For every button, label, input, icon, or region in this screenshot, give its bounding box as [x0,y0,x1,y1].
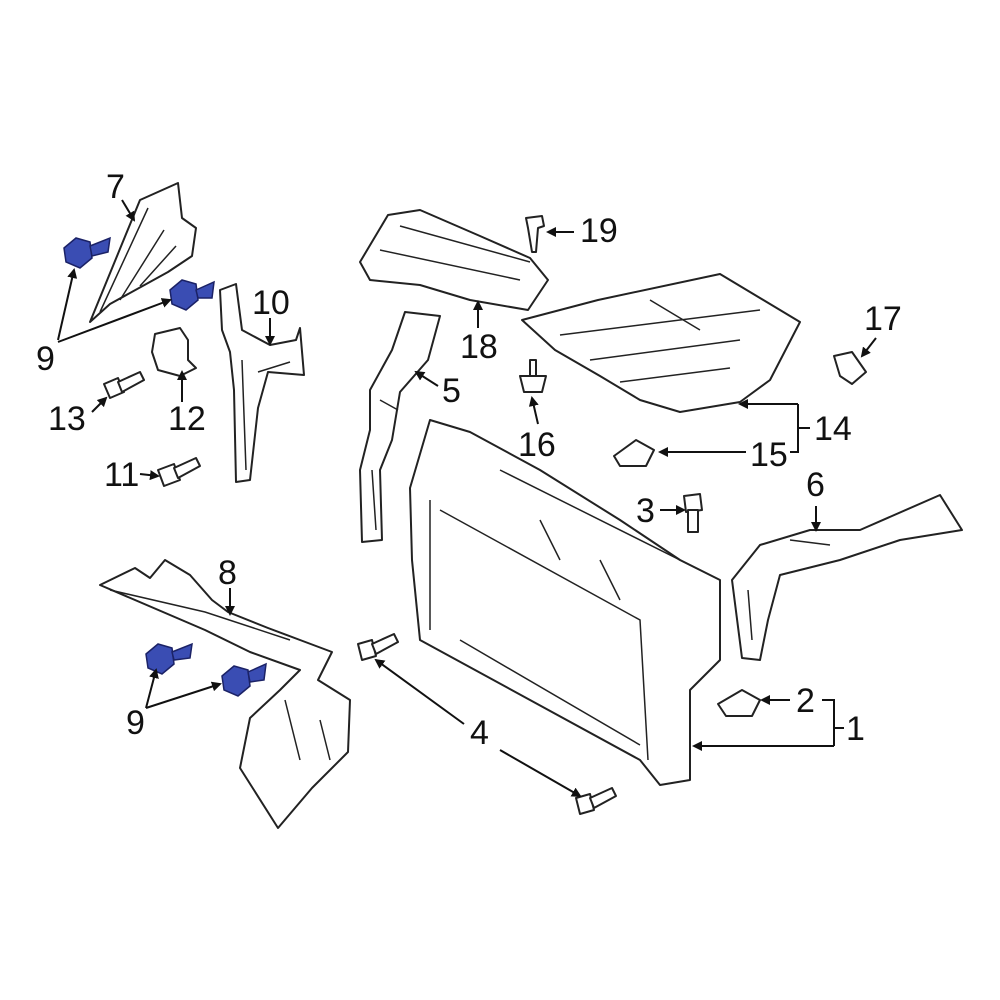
callout-11: 11 [104,456,139,494]
part-15-clip-nut[interactable] [613,439,655,467]
part-12-clip-bracket[interactable] [151,327,197,377]
callout-labels: 7 9 10 12 13 11 8 9 5 18 19 16 17 14 15 … [36,168,902,752]
part-3-bolt[interactable] [683,493,703,533]
leader-lines [57,199,877,797]
part-9-fastener-1[interactable] [63,236,111,269]
callout-9-upper: 9 [36,340,55,378]
callout-15: 15 [750,436,788,474]
part-4-bolt-upper[interactable] [357,633,399,661]
part-13-bolt[interactable] [103,371,145,399]
part-14-under-cover[interactable] [521,273,801,413]
part-6-right-support[interactable] [731,494,963,661]
part-5-left-support[interactable] [359,311,441,543]
callout-18: 18 [460,328,498,366]
part-9-fastener-2[interactable] [169,279,215,311]
part-9-fastener-4[interactable] [221,662,267,697]
callout-16: 16 [518,426,556,464]
part-10-bracket[interactable] [219,283,305,483]
callout-5: 5 [442,372,461,410]
part-9-fastener-3[interactable] [145,642,193,675]
callout-6: 6 [806,466,825,504]
callout-17: 17 [864,300,902,338]
callout-1: 1 [846,710,865,748]
callout-8: 8 [218,554,237,592]
part-11-bolt[interactable] [157,457,201,487]
callout-3: 3 [636,492,655,530]
part-7-deflector[interactable] [89,182,197,323]
callout-4: 4 [470,714,489,752]
callout-19: 19 [580,212,618,250]
callout-14: 14 [814,410,852,448]
callout-10: 10 [252,284,290,322]
part-19-push-pin[interactable] [525,215,545,253]
part-16-pin[interactable] [519,359,547,393]
part-17-push-pin[interactable] [833,351,867,385]
callout-9-lower: 9 [126,704,145,742]
callout-2: 2 [796,682,815,720]
part-18-upper-cover[interactable] [359,209,549,311]
callout-13: 13 [48,400,86,438]
part-2-clip-nut[interactable] [717,689,761,717]
part-8-splash-shield[interactable] [99,559,351,829]
part-1-radiator-support[interactable] [409,419,721,786]
callout-7: 7 [106,168,125,206]
part-4-bolt-lower[interactable] [575,787,617,815]
callout-12: 12 [168,400,206,438]
